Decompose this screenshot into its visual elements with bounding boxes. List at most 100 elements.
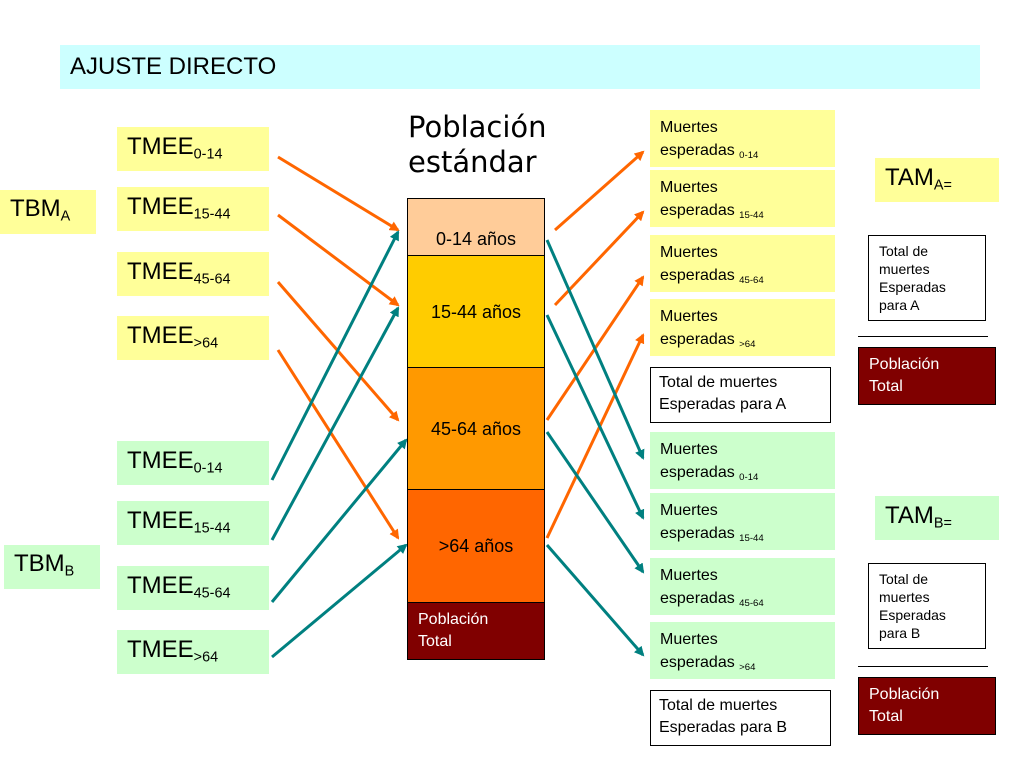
- muertes-a-45-64: Muertes esperadas 45-64: [650, 235, 835, 292]
- fraction-b-numerator: Total de muertes Esperadas para B: [868, 563, 986, 649]
- poblacion-estandar-title: Población estándar: [408, 110, 547, 180]
- muertes-line1: Muertes: [660, 502, 718, 519]
- arrow-b-muertes-0-14: [545, 239, 645, 460]
- muertes-line2: esperadas: [660, 464, 735, 481]
- fraction-b-line: para B: [879, 625, 921, 641]
- muertes-b-15-44: Muertes esperadas 15-44: [650, 493, 835, 550]
- segment-15-44: 15-44 años: [407, 255, 545, 368]
- tam-a-sub: A=: [933, 177, 952, 194]
- arrow-b-tmee-15-44: [270, 306, 400, 541]
- denominator-b-line2: Total: [869, 708, 903, 725]
- tmee-b-0-14: TMEE0-14: [117, 441, 269, 485]
- segment-label: 0-14 años: [435, 229, 517, 249]
- segment-64: >64 años: [407, 489, 545, 603]
- tmee-base: TMEE: [127, 133, 194, 160]
- page-title: AJUSTE DIRECTO: [70, 53, 277, 80]
- muertes-sub: 45-64: [739, 274, 764, 286]
- tmee-a-45-64: TMEE45-64: [117, 252, 269, 296]
- muertes-b-45-64: Muertes esperadas 45-64: [650, 558, 835, 615]
- muertes-line1: Muertes: [660, 631, 718, 648]
- muertes-sub: 15-44: [739, 532, 764, 544]
- fraction-b-line: Total de: [879, 571, 929, 587]
- tbm-b: TBMB: [4, 545, 100, 589]
- total-b-line2: Esperadas para B: [659, 719, 788, 736]
- segment-label: 45-64 años: [430, 419, 522, 439]
- muertes-line1: Muertes: [660, 308, 718, 325]
- fraction-a-line: muertes: [879, 261, 930, 277]
- denominator-a-line1: Población: [869, 356, 940, 373]
- tmee-sub: 0-14: [193, 146, 223, 163]
- arrow-b-tmee-0-14: [270, 230, 400, 481]
- muertes-line2: esperadas: [660, 267, 735, 284]
- muertes-line2: esperadas: [660, 654, 735, 671]
- tmee-base: TMEE: [127, 258, 194, 285]
- muertes-line1: Muertes: [660, 441, 718, 458]
- muertes-line2: esperadas: [660, 525, 735, 542]
- total-b-line1: Total de muertes: [659, 697, 778, 714]
- fraction-a-line: Total de: [879, 243, 929, 259]
- tmee-sub: 15-44: [193, 520, 231, 537]
- tmee-sub: >64: [193, 649, 219, 666]
- muertes-sub: >64: [739, 338, 756, 350]
- tmee-base: TMEE: [127, 447, 194, 474]
- arrow-b-muertes-45-64: [545, 431, 645, 574]
- tam-b-sub: B=: [933, 515, 952, 532]
- tbm-a-sub: A: [60, 208, 71, 225]
- muertes-line2: esperadas: [660, 202, 735, 219]
- poblacion-total-column: Población Total: [407, 602, 545, 660]
- fraction-b-divider: [858, 666, 988, 667]
- poblacion-total-line1: Población: [418, 611, 489, 628]
- arrow-a-muertes-0-14: [554, 150, 645, 232]
- segment-0-14: 0-14 años: [407, 198, 545, 256]
- muertes-sub: 45-64: [739, 597, 764, 609]
- muertes-sub: 15-44: [739, 209, 764, 221]
- tmee-sub: 45-64: [193, 585, 231, 602]
- muertes-line1: Muertes: [660, 244, 718, 261]
- tbm-b-base: TBM: [14, 550, 65, 577]
- arrow-b-tmee-64: [271, 543, 408, 659]
- tmee-b-45-64: TMEE45-64: [117, 566, 269, 610]
- tmee-b-64: TMEE>64: [117, 630, 269, 674]
- total-a-line1: Total de muertes: [659, 374, 778, 391]
- muertes-sub: 0-14: [739, 471, 759, 483]
- fraction-a-divider: [858, 336, 988, 337]
- denominator-b-line1: Población: [869, 686, 940, 703]
- muertes-a-15-44: Muertes esperadas 15-44: [650, 170, 835, 227]
- arrow-a-tmee-64: [276, 349, 400, 540]
- fraction-b-line: Esperadas: [879, 607, 946, 623]
- tam-a-base: TAM: [885, 164, 934, 191]
- muertes-line1: Muertes: [660, 567, 718, 584]
- tbm-a-base: TBM: [10, 195, 61, 222]
- segment-label: 15-44 años: [430, 302, 522, 322]
- tmee-b-15-44: TMEE15-44: [117, 501, 269, 545]
- tmee-base: TMEE: [127, 636, 194, 663]
- muertes-line2: esperadas: [660, 590, 735, 607]
- tmee-base: TMEE: [127, 572, 194, 599]
- tam-a: TAMA=: [875, 158, 999, 202]
- arrow-b-muertes-15-44: [545, 314, 645, 520]
- tbm-a: TBMA: [0, 190, 96, 234]
- fraction-a-line: Esperadas: [879, 279, 946, 295]
- muertes-line1: Muertes: [660, 179, 718, 196]
- tmee-base: TMEE: [127, 193, 194, 220]
- fraction-a-denominator: Población Total: [858, 347, 996, 405]
- tmee-base: TMEE: [127, 322, 194, 349]
- poblacion-title-line2: estándar: [408, 145, 537, 179]
- tbm-b-sub: B: [64, 563, 75, 580]
- denominator-a-line2: Total: [869, 378, 903, 395]
- tam-b-base: TAM: [885, 502, 934, 529]
- fraction-b-line: muertes: [879, 589, 930, 605]
- muertes-line2: esperadas: [660, 142, 735, 159]
- tmee-sub: >64: [193, 335, 219, 352]
- tam-b: TAMB=: [875, 496, 999, 540]
- poblacion-total-line2: Total: [418, 633, 452, 650]
- arrow-a-tmee-15-44: [277, 213, 400, 307]
- tmee-a-0-14: TMEE0-14: [117, 127, 269, 171]
- title-bar: AJUSTE DIRECTO: [60, 45, 980, 89]
